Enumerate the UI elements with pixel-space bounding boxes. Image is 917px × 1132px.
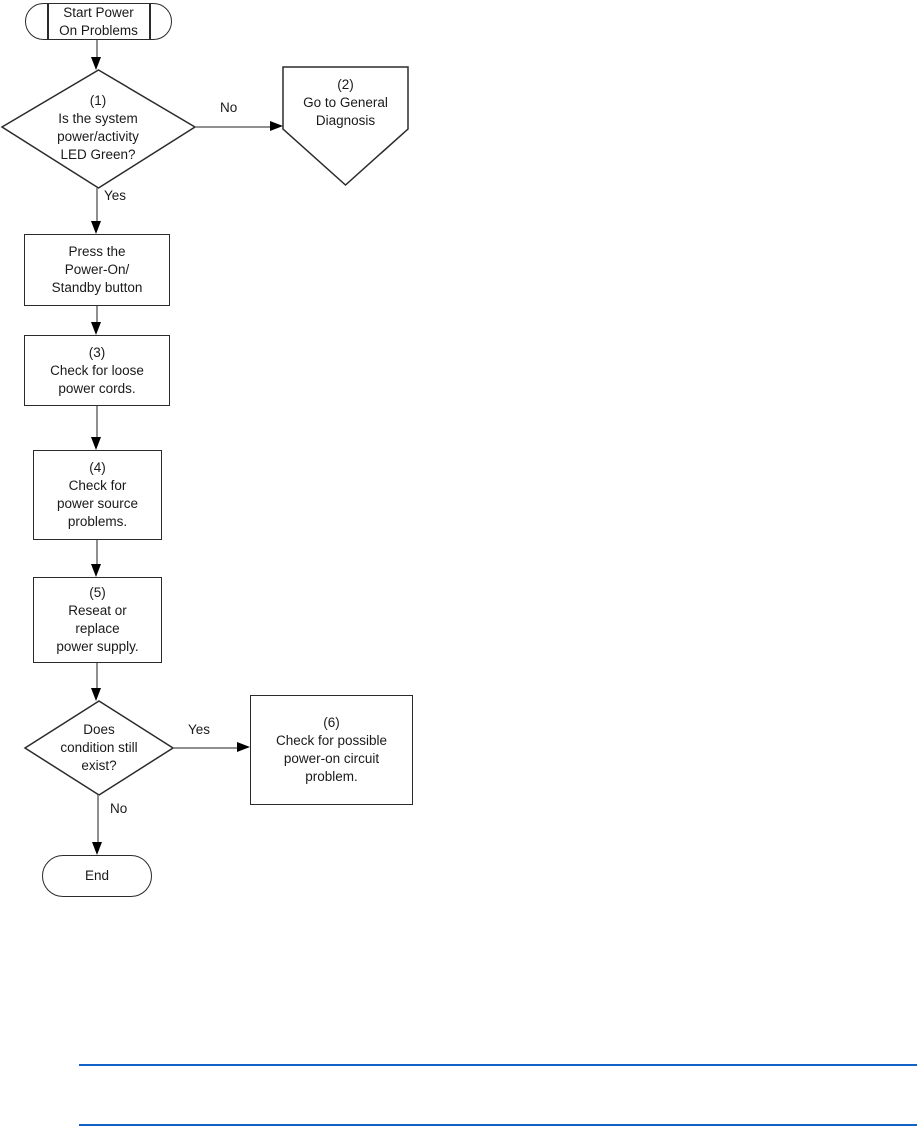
arrowhead-into-offpage	[270, 121, 283, 131]
step5-label: (5) Reseat or replace power supply.	[56, 585, 139, 654]
arrowhead-into-step3	[91, 322, 101, 335]
divider-bottom	[79, 1124, 917, 1126]
label-yes-2: Yes	[188, 722, 211, 737]
connector-press-to-step3	[96, 306, 98, 322]
node-process-press-power: Press the Power-On/ Standby button	[24, 234, 170, 306]
node-process-4: (4) Check for power source problems.	[33, 450, 162, 540]
connector-decision2-to-step6	[174, 747, 237, 749]
connector-step4-to-step5	[96, 540, 98, 564]
terminator-left-bar	[47, 4, 49, 39]
step6-label: (6) Check for possible power-on circuit …	[275, 715, 388, 784]
label-yes-1: Yes	[104, 188, 127, 203]
decision2-label: Does condition still exist?	[60, 722, 138, 773]
node-decision-1	[0, 69, 197, 189]
node-decision-2	[23, 700, 175, 796]
node-end-terminator: End	[42, 855, 152, 897]
node-offpage-connector-2	[282, 66, 409, 187]
end-label: End	[84, 868, 110, 883]
arrowhead-into-decision1	[91, 57, 101, 70]
connector-step5-to-decision2	[96, 663, 98, 688]
arrowhead-into-press	[91, 221, 101, 234]
arrowhead-into-step5	[91, 564, 101, 577]
start-label: Start Power On Problems	[59, 4, 138, 38]
terminator-right-bar	[149, 4, 151, 39]
node-process-5: (5) Reseat or replace power supply.	[33, 577, 162, 663]
node-start-terminator: Start Power On Problems	[25, 3, 172, 40]
node-process-3: (3) Check for loose power cords.	[24, 335, 170, 406]
node-process-6: (6) Check for possible power-on circuit …	[250, 695, 413, 805]
offpage2-label: (2) Go to General Diagnosis	[303, 77, 388, 128]
connector-start-to-decision1	[96, 40, 98, 58]
arrowhead-into-decision2	[91, 688, 101, 701]
press-label: Press the Power-On/ Standby button	[51, 244, 143, 295]
arrowhead-into-step4	[91, 437, 101, 450]
step3-label: (3) Check for loose power cords.	[50, 344, 144, 396]
label-no-2: No	[110, 801, 128, 816]
connector-decision2-to-end	[97, 795, 99, 842]
arrowhead-into-step6	[237, 742, 250, 752]
divider-top	[79, 1064, 917, 1066]
step4-label: (4) Check for power source problems.	[56, 460, 139, 529]
arrowhead-into-end	[92, 842, 102, 855]
decision1-label: (1) Is the system power/activity LED Gre…	[57, 93, 139, 162]
connector-decision1-to-offpage	[196, 126, 270, 128]
connector-decision1-to-press	[96, 188, 98, 221]
connector-step3-to-step4	[96, 406, 98, 437]
label-no-1: No	[220, 100, 238, 115]
